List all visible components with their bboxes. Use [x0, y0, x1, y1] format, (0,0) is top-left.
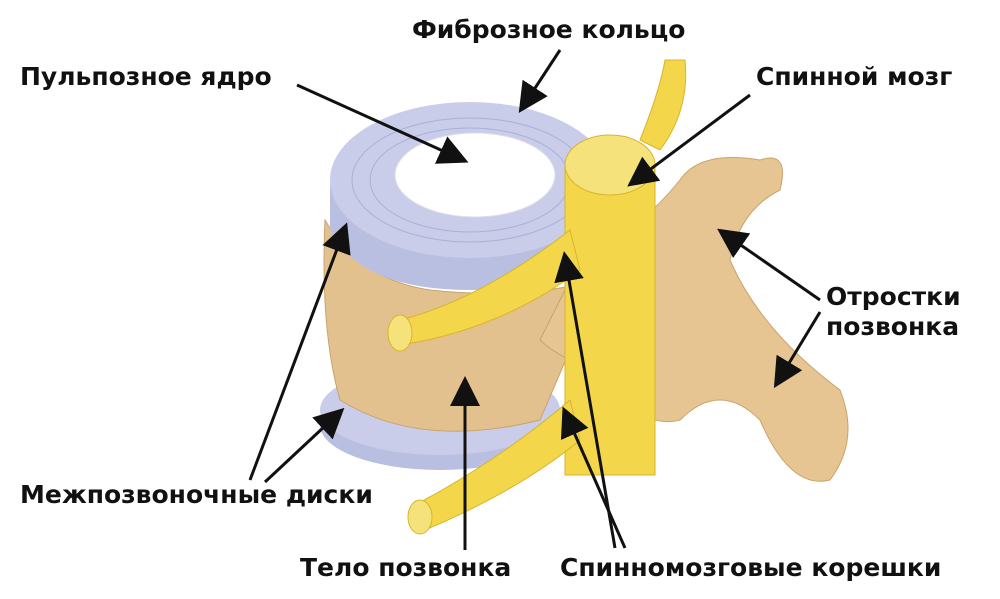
label-nucleus-pulposus: Пульпозное ядро	[20, 62, 272, 91]
label-annulus-fibrosus: Фиброзное кольцо	[412, 15, 686, 44]
label-processes-line1: Отростки	[826, 282, 961, 311]
label-spinal-cord: Спинной мозг	[756, 62, 953, 91]
pointer-arrows	[248, 49, 822, 550]
nucleus-pulposus	[394, 132, 556, 218]
label-vertebral-body: Тело позвонка	[300, 553, 512, 582]
label-nerve-roots: Спинномозговые корешки	[560, 553, 942, 582]
label-processes-line2: позвонка	[826, 312, 960, 341]
label-intervertebral-discs: Межпозвоночные диски	[20, 480, 373, 509]
